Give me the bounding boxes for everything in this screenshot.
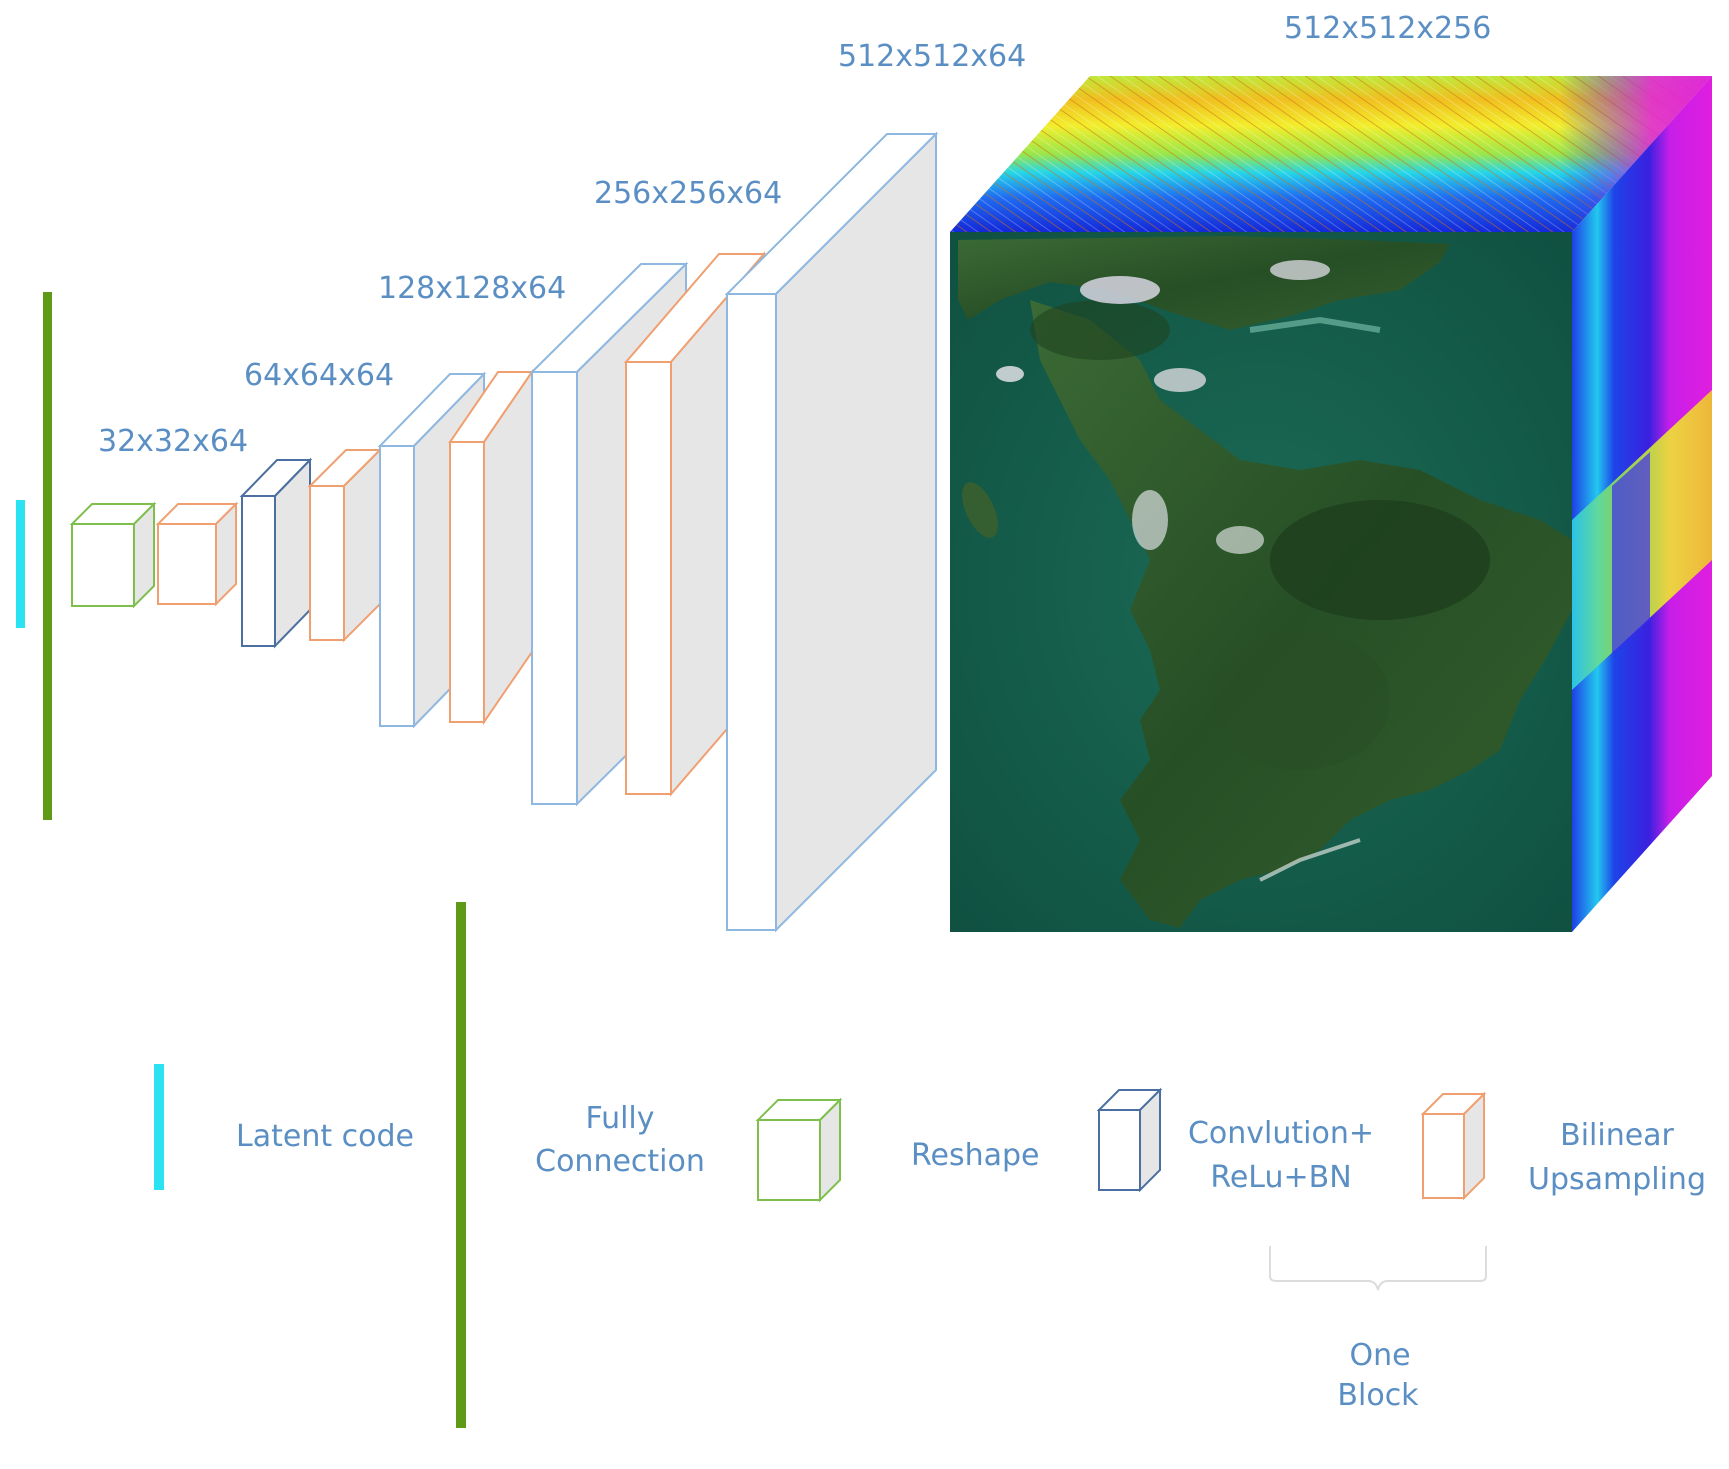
legend-fully-connection-icon <box>755 1097 843 1203</box>
legend-bilinear-line1: Bilinear <box>1560 1118 1674 1153</box>
legend-bilinear-line2: Upsampling <box>1528 1162 1706 1197</box>
legend-convolution-icon <box>1096 1087 1163 1193</box>
legend-convolution-line1: Convlution+ <box>1188 1116 1374 1151</box>
block-convolution-4 <box>724 131 939 933</box>
legend-latent-label: Latent code <box>236 1119 414 1154</box>
block-fully-connection <box>69 501 157 609</box>
output-cube <box>950 76 1712 932</box>
latent-code-bar <box>16 500 25 628</box>
one-block-line1: One <box>1349 1338 1410 1373</box>
legend-separator-bar <box>456 902 466 1428</box>
separator-bar <box>43 292 52 820</box>
dim-label-32: 32x32x64 <box>98 424 248 459</box>
legend-fully-connection-line1: Fully <box>585 1101 654 1136</box>
dim-label-512-64: 512x512x64 <box>838 39 1026 74</box>
one-block-brace <box>1269 1246 1487 1291</box>
satellite-image <box>950 232 1572 932</box>
dim-label-64: 64x64x64 <box>244 358 394 393</box>
legend-fully-connection-line2: Connection <box>535 1144 705 1179</box>
legend-reshape-label: Reshape <box>911 1138 1039 1173</box>
legend-latent-icon <box>154 1064 164 1190</box>
block-reshape <box>155 501 239 607</box>
dim-label-256: 256x256x64 <box>594 176 782 211</box>
one-block-line2: Block <box>1337 1378 1419 1413</box>
dim-label-128: 128x128x64 <box>378 271 566 306</box>
block-convolution-1 <box>239 457 313 649</box>
dim-label-512-256: 512x512x256 <box>1284 11 1491 46</box>
legend-convolution-line2: ReLu+BN <box>1210 1160 1351 1195</box>
legend-bilinear-icon <box>1420 1091 1487 1201</box>
block-upsampling-1 <box>307 447 383 643</box>
block-upsampling-2 <box>448 368 534 726</box>
